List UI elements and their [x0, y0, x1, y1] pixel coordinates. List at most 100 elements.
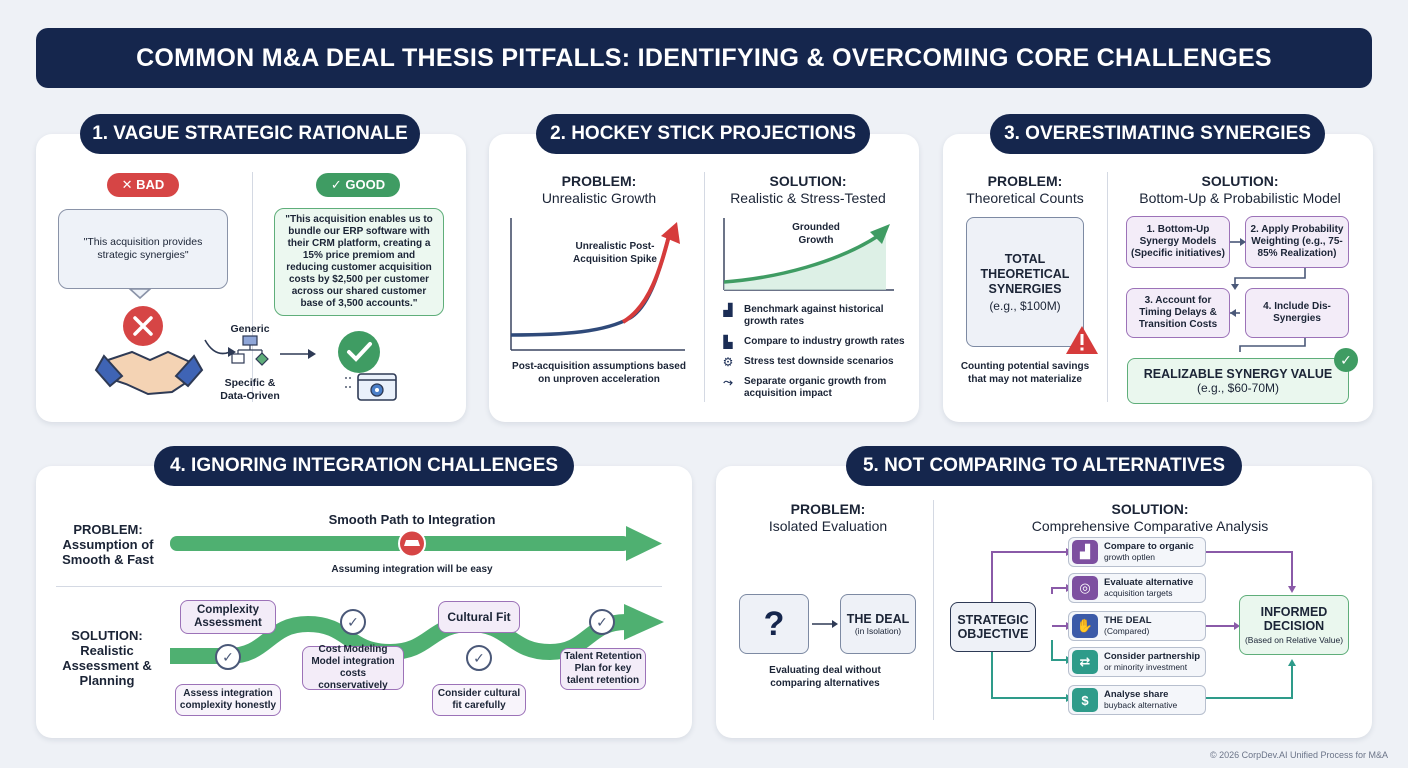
total-synergies-title: TOTAL THEORETICAL SYNERGIES	[980, 251, 1070, 296]
cultural-fit-box: Cultural Fit	[438, 601, 520, 633]
alt-the-deal: ✋THE DEAL(Compared)	[1068, 611, 1206, 641]
check-circle-icon	[338, 331, 380, 373]
cultural-fit-caption: Consider cultural fit carefully	[432, 684, 526, 716]
copyright-footer: © 2026 CorpDev.AI Unified Process for M&…	[1209, 750, 1388, 760]
bullet-benchmark: ▟Benchmark against historical growth rat…	[720, 304, 910, 328]
checkpoint-3-icon: ✓	[466, 645, 492, 671]
strategic-objective-box: STRATEGIC OBJECTIVE	[950, 602, 1036, 652]
smooth-path-arrow	[170, 526, 662, 561]
p5-solution-heading: SOLUTION:Comprehensive Comparative Analy…	[1031, 501, 1269, 534]
talent-retention-box: Talent Retention Plan for key talent ret…	[560, 648, 646, 690]
bad-quote-bubble: "This acquisition provides strategic syn…	[58, 209, 228, 289]
main-title: COMMON M&A DEAL THESIS PITFALLS: IDENTIF…	[136, 43, 1272, 72]
assess-complexity-caption: Assess integration complexity honestly	[175, 684, 281, 716]
panel-4-title: 4. IGNORING INTEGRATION CHALLENGES	[154, 446, 574, 486]
cost-modeling-box: Cost Modeling Model integration costs co…	[302, 644, 404, 691]
bullet-industry: ▙Compare to industry growth rates	[720, 336, 910, 348]
spike-label: Unrealistic Post-Acquisition Spike	[573, 241, 657, 265]
bullet-stress: ⚙Stress test downside scenarios	[720, 356, 910, 368]
strategic-objective: STRATEGIC OBJECTIVE	[957, 613, 1029, 641]
split-arrows-icon: ⤳	[723, 375, 733, 389]
panel-3-divider	[1107, 172, 1108, 402]
arrow-to-generic	[204, 339, 231, 355]
target-icon: ◎	[1072, 576, 1098, 600]
bad-tag: ✕ BAD	[107, 173, 179, 197]
question-mark: ?	[763, 604, 785, 643]
step-timing: 3. Account for Timing Delays & Transitio…	[1126, 288, 1230, 338]
good-tag: ✓ GOOD	[316, 173, 400, 197]
stress-test-icon: ⚙	[722, 355, 734, 369]
panel-5-divider	[933, 500, 934, 720]
informed-decision-box: INFORMED DECISION (Based on Relative Val…	[1239, 595, 1349, 655]
panel-4-divider	[56, 586, 662, 587]
p2-bullet-list: ▟Benchmark against historical growth rat…	[720, 304, 910, 400]
realizable-value: (e.g., $60-70M)	[1196, 381, 1280, 395]
deal-isolation-box: THE DEAL (in Isolation)	[840, 594, 916, 654]
p3-solution-heading: SOLUTION:Bottom-Up & Probabilistic Model	[1139, 173, 1341, 206]
question-to-deal-arrow	[812, 620, 838, 628]
good-quote-bubble: "This acquisition enables us to bundle o…	[274, 208, 444, 316]
panel-1-title: 1. VAGUE STRATEGIC RATIONALE	[80, 114, 420, 154]
realizable-check-icon: ✓	[1334, 348, 1358, 372]
total-synergies-value: (e.g., $100M)	[989, 298, 1061, 313]
p2-solution-heading: SOLUTION:Realistic & Stress-Tested	[730, 173, 886, 206]
bar-chart-icon: ▟	[723, 303, 733, 317]
smooth-path-label: Smooth Path to Integration	[328, 512, 496, 527]
grounded-chart	[723, 218, 894, 291]
grounded-label: Grounded Growth	[792, 222, 840, 246]
realizable-title: REALIZABLE SYNERGY VALUE	[1143, 367, 1333, 381]
decision-title: INFORMED DECISION	[1260, 605, 1328, 633]
synergy-flow-arrows	[1230, 238, 1306, 352]
p4-problem-label: PROBLEM: Assumption of Smooth & Fast	[62, 522, 154, 567]
total-synergies-box: TOTAL THEORETICAL SYNERGIES (e.g., $100M…	[966, 217, 1084, 347]
grounded-curve	[723, 234, 879, 284]
checkpoint-1-icon: ✓	[215, 644, 241, 670]
p2-problem-caption: Post-acquisition assumptions based on un…	[512, 361, 686, 385]
realizable-synergy-box: REALIZABLE SYNERGY VALUE (e.g., $60-70M)	[1127, 358, 1349, 404]
panel-integration	[36, 466, 692, 738]
factory-icon: ▙	[723, 335, 733, 349]
warning-icon	[1066, 326, 1098, 354]
bad-bubble-tail	[127, 288, 153, 300]
checkpoint-4-icon: ✓	[589, 609, 615, 635]
main-title-banner: COMMON M&A DEAL THESIS PITFALLS: IDENTIF…	[36, 28, 1372, 88]
specific-label: Specific & Data-Oriven	[220, 377, 280, 402]
panel-2-divider	[704, 172, 705, 402]
deal-isolation-sub: (in Isolation)	[854, 626, 902, 636]
complexity-box: Complexity Assessment	[180, 600, 276, 634]
p5-problem-heading: PROBLEM:Isolated Evaluation	[768, 501, 888, 534]
p5-problem-caption: Evaluating deal without comparing altern…	[769, 665, 881, 689]
p3-problem-caption: Counting potential savings that may not …	[960, 361, 1090, 385]
winding-path	[170, 604, 664, 664]
question-box: ?	[739, 594, 809, 654]
spike-arrowhead	[661, 222, 680, 244]
step-probability: 2. Apply Probability Weighting (e.g., 75…	[1245, 216, 1349, 268]
handshake-icon	[94, 350, 204, 396]
deal-isolation-title: THE DEAL	[846, 612, 910, 626]
gear-window-icon	[345, 373, 397, 401]
checkpoint-2-icon: ✓	[340, 609, 366, 635]
p4-solution-label: SOLUTION: Realistic Assessment & Plannin…	[62, 628, 152, 688]
partnership-icon: ⇄	[1072, 650, 1098, 674]
generic-label: Generic	[230, 323, 270, 335]
panel-5-title: 5. NOT COMPARING TO ALTERNATIVES	[846, 446, 1242, 486]
growth-chart-icon: ▟	[1072, 540, 1098, 564]
bullet-separate: ⤳Separate organic growth from acquisitio…	[720, 376, 910, 400]
step-dis-synergies: 4. Include Dis-Synergies	[1245, 288, 1349, 338]
step-bottom-up: 1. Bottom-Up Synergy Models (Specific in…	[1126, 216, 1230, 268]
panel-2-title: 2. HOCKEY STICK PROJECTIONS	[536, 114, 870, 154]
p2-problem-heading: PROBLEM:Unrealistic Growth	[541, 173, 657, 206]
smooth-caption: Assuming integration will be easy	[331, 564, 493, 575]
buyback-icon: $	[1072, 688, 1098, 712]
panel-1-divider	[252, 172, 253, 402]
flowchart-icon	[231, 335, 269, 366]
bad-quote: "This acquisition provides strategic syn…	[83, 236, 203, 261]
panel-3-title: 3. OVERESTIMATING SYNERGIES	[990, 114, 1325, 154]
panel-1-illustration	[94, 288, 397, 401]
decision-sub: (Based on Relative Value)	[1244, 635, 1344, 645]
p3-problem-heading: PROBLEM:Theoretical Counts	[966, 173, 1084, 206]
